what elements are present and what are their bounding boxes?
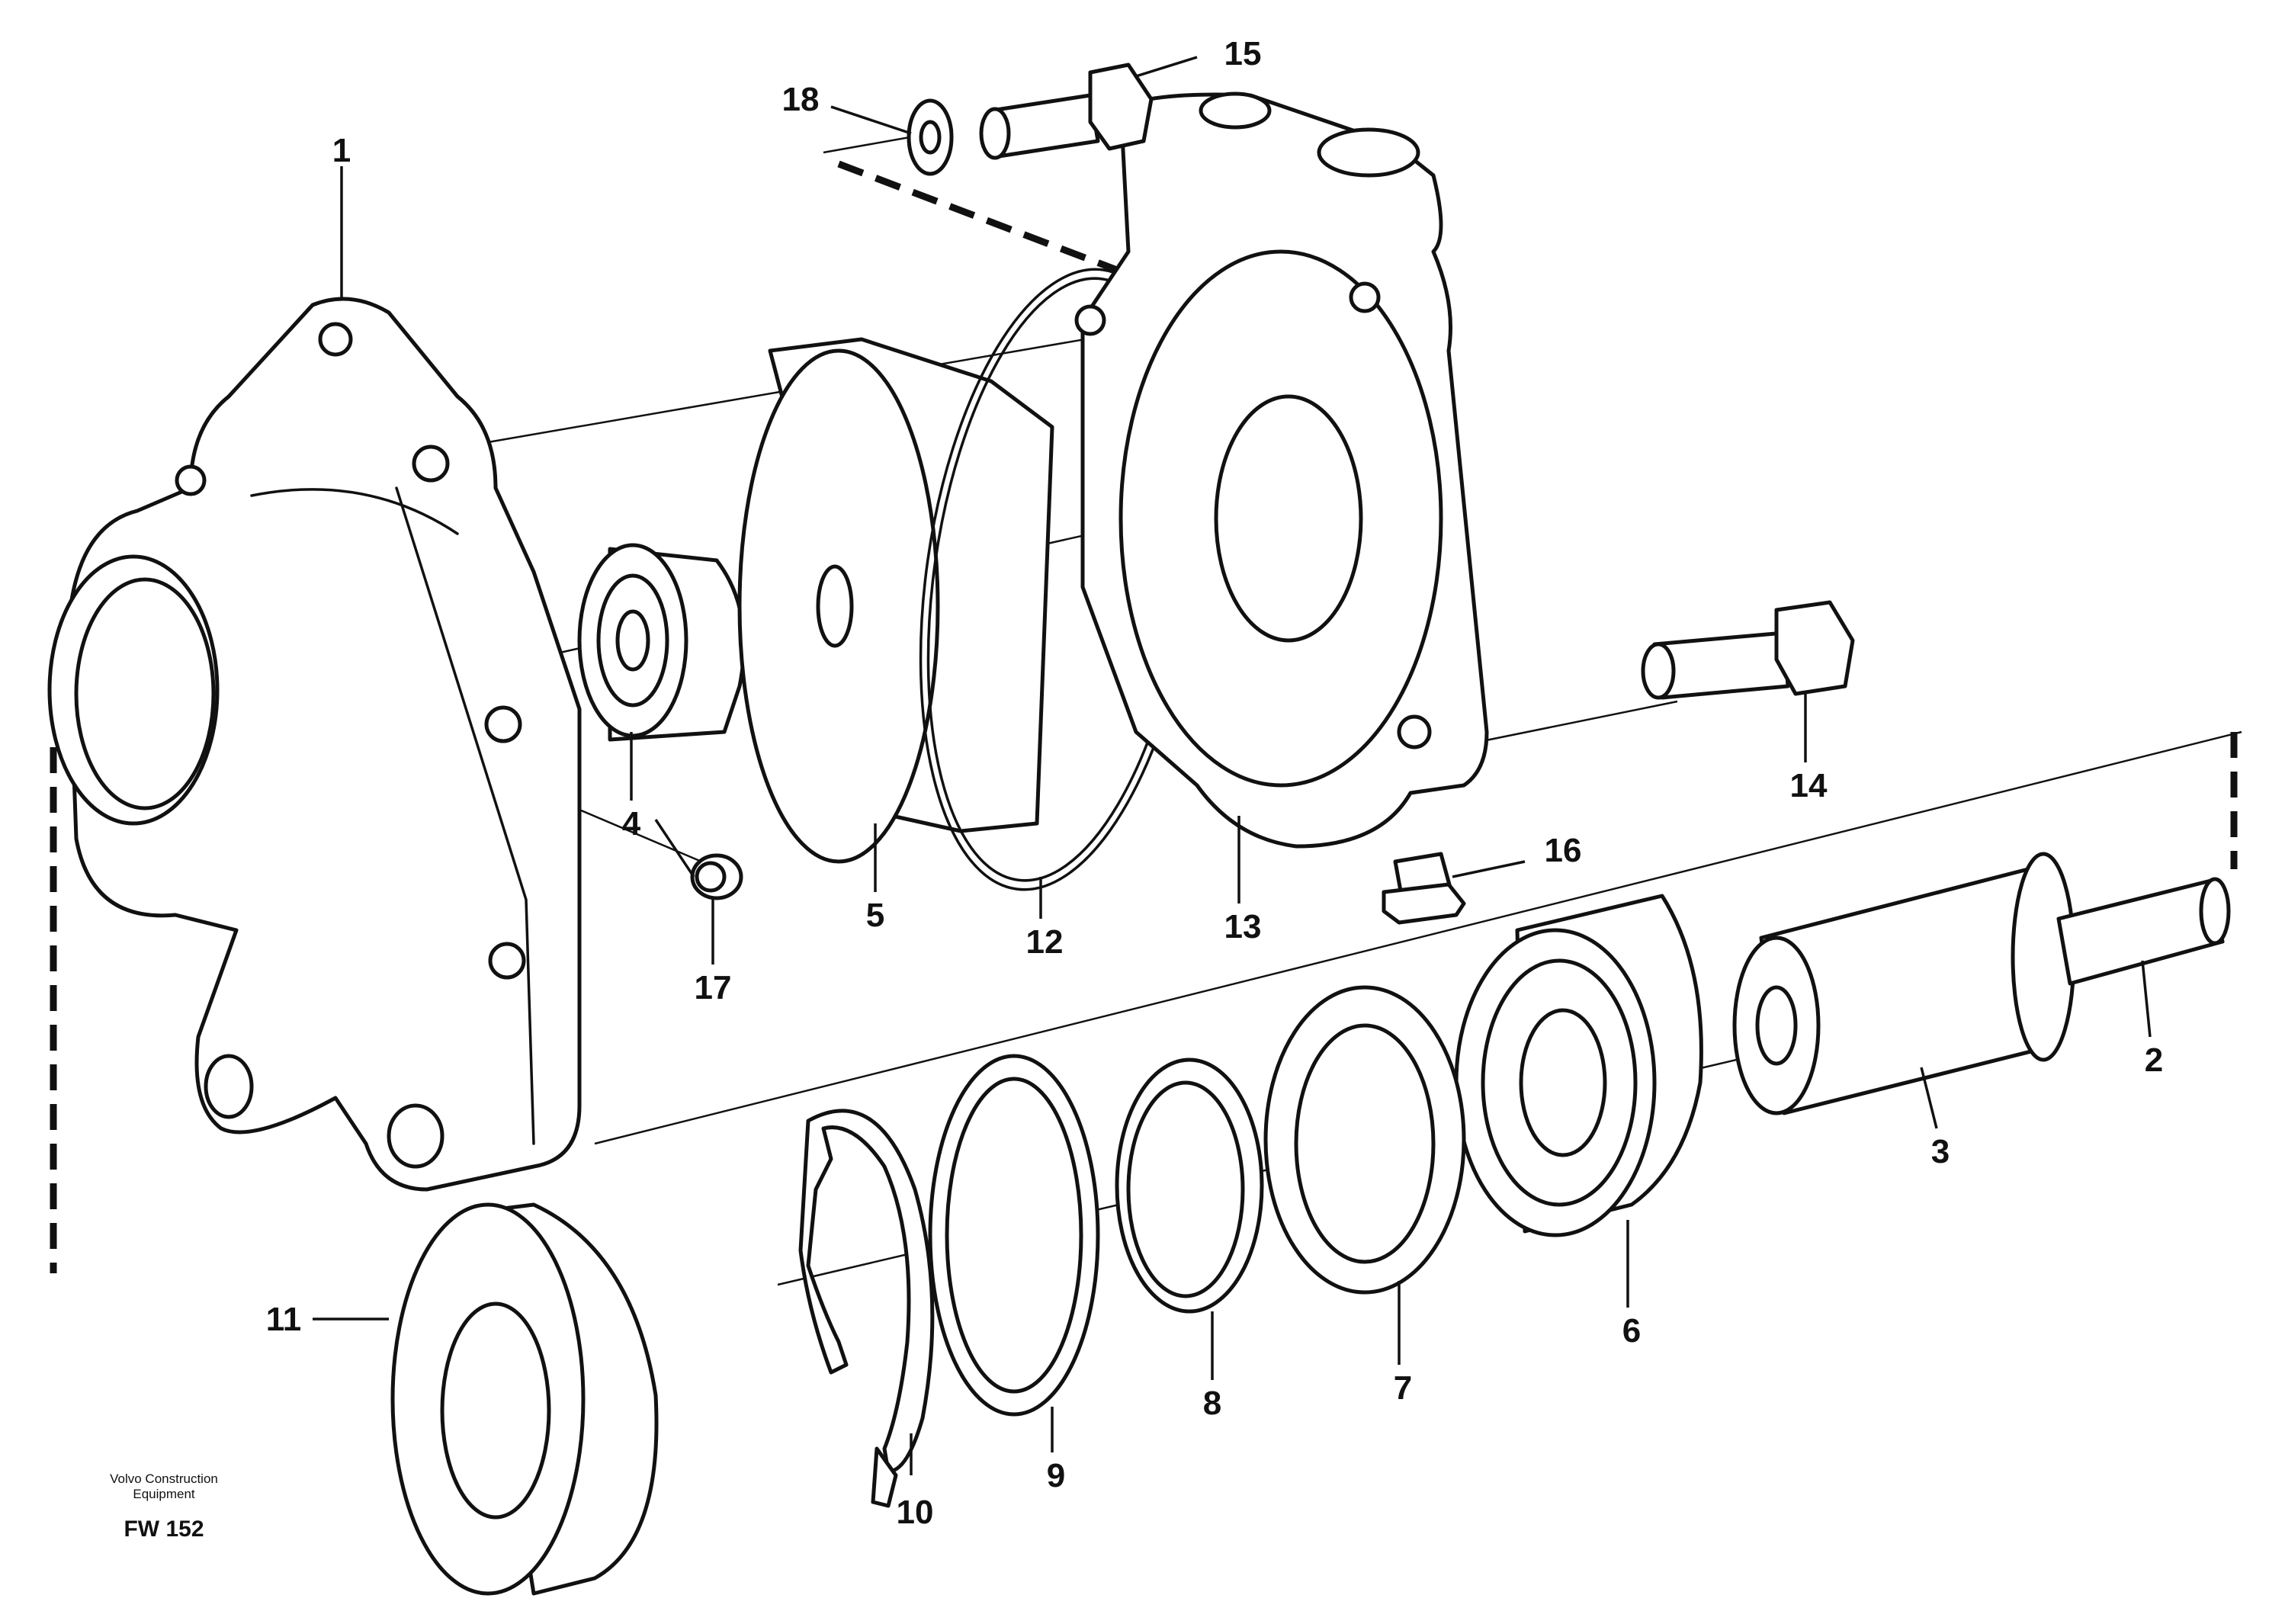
callout-3: 3 <box>1931 1133 1950 1170</box>
snap-ring-10 <box>798 1109 935 1508</box>
leader-lines <box>313 56 2152 1475</box>
shaft-3 <box>1732 852 2076 1115</box>
plug-16 <box>1382 852 1466 925</box>
bearing-6 <box>1454 894 1703 1237</box>
washer-18 <box>907 98 954 176</box>
seal-ring-7 <box>1263 985 1466 1295</box>
washer-9 <box>928 1054 1100 1417</box>
callout-6: 6 <box>1622 1312 1641 1350</box>
callout-14: 14 <box>1790 767 1828 804</box>
callout-2: 2 <box>2145 1041 2163 1079</box>
figure-code: FW 152 <box>124 1516 204 1542</box>
credit-line-1: Volvo Construction <box>110 1472 218 1486</box>
pump-cover <box>1074 91 1489 849</box>
callout-4a: 4 <box>622 805 641 842</box>
callout-8: 8 <box>1203 1385 1221 1422</box>
callout-18: 18 <box>782 81 820 118</box>
callout-10: 10 <box>897 1494 934 1531</box>
callout-17: 17 <box>695 969 732 1006</box>
ring-8 <box>1115 1058 1264 1314</box>
shaft-seal <box>577 543 746 742</box>
pulley-11 <box>390 1202 659 1596</box>
impeller <box>737 337 1054 864</box>
credit-block: Volvo Construction Equipment FW 152 <box>110 1472 218 1542</box>
credit-line-2: Equipment <box>133 1487 195 1501</box>
screw-14 <box>1641 600 1855 700</box>
callout-9: 9 <box>1047 1457 1065 1494</box>
pump-housing <box>47 297 582 1192</box>
callout-5: 5 <box>866 897 884 934</box>
callout-1: 1 <box>332 132 351 169</box>
callout-7: 7 <box>1394 1369 1412 1407</box>
callout-labels: 1 2 3 4 4 5 6 7 8 9 10 11 12 13 14 15 16… <box>266 35 2164 1531</box>
callout-12: 12 <box>1026 923 1064 961</box>
callout-13: 13 <box>1224 908 1262 945</box>
drain-plug-17 <box>690 853 743 900</box>
callout-11: 11 <box>266 1301 302 1338</box>
screw-15 <box>979 63 1154 160</box>
callout-16: 16 <box>1545 832 1582 869</box>
shaft-end-2 <box>2056 877 2231 986</box>
callout-15: 15 <box>1224 35 1262 72</box>
